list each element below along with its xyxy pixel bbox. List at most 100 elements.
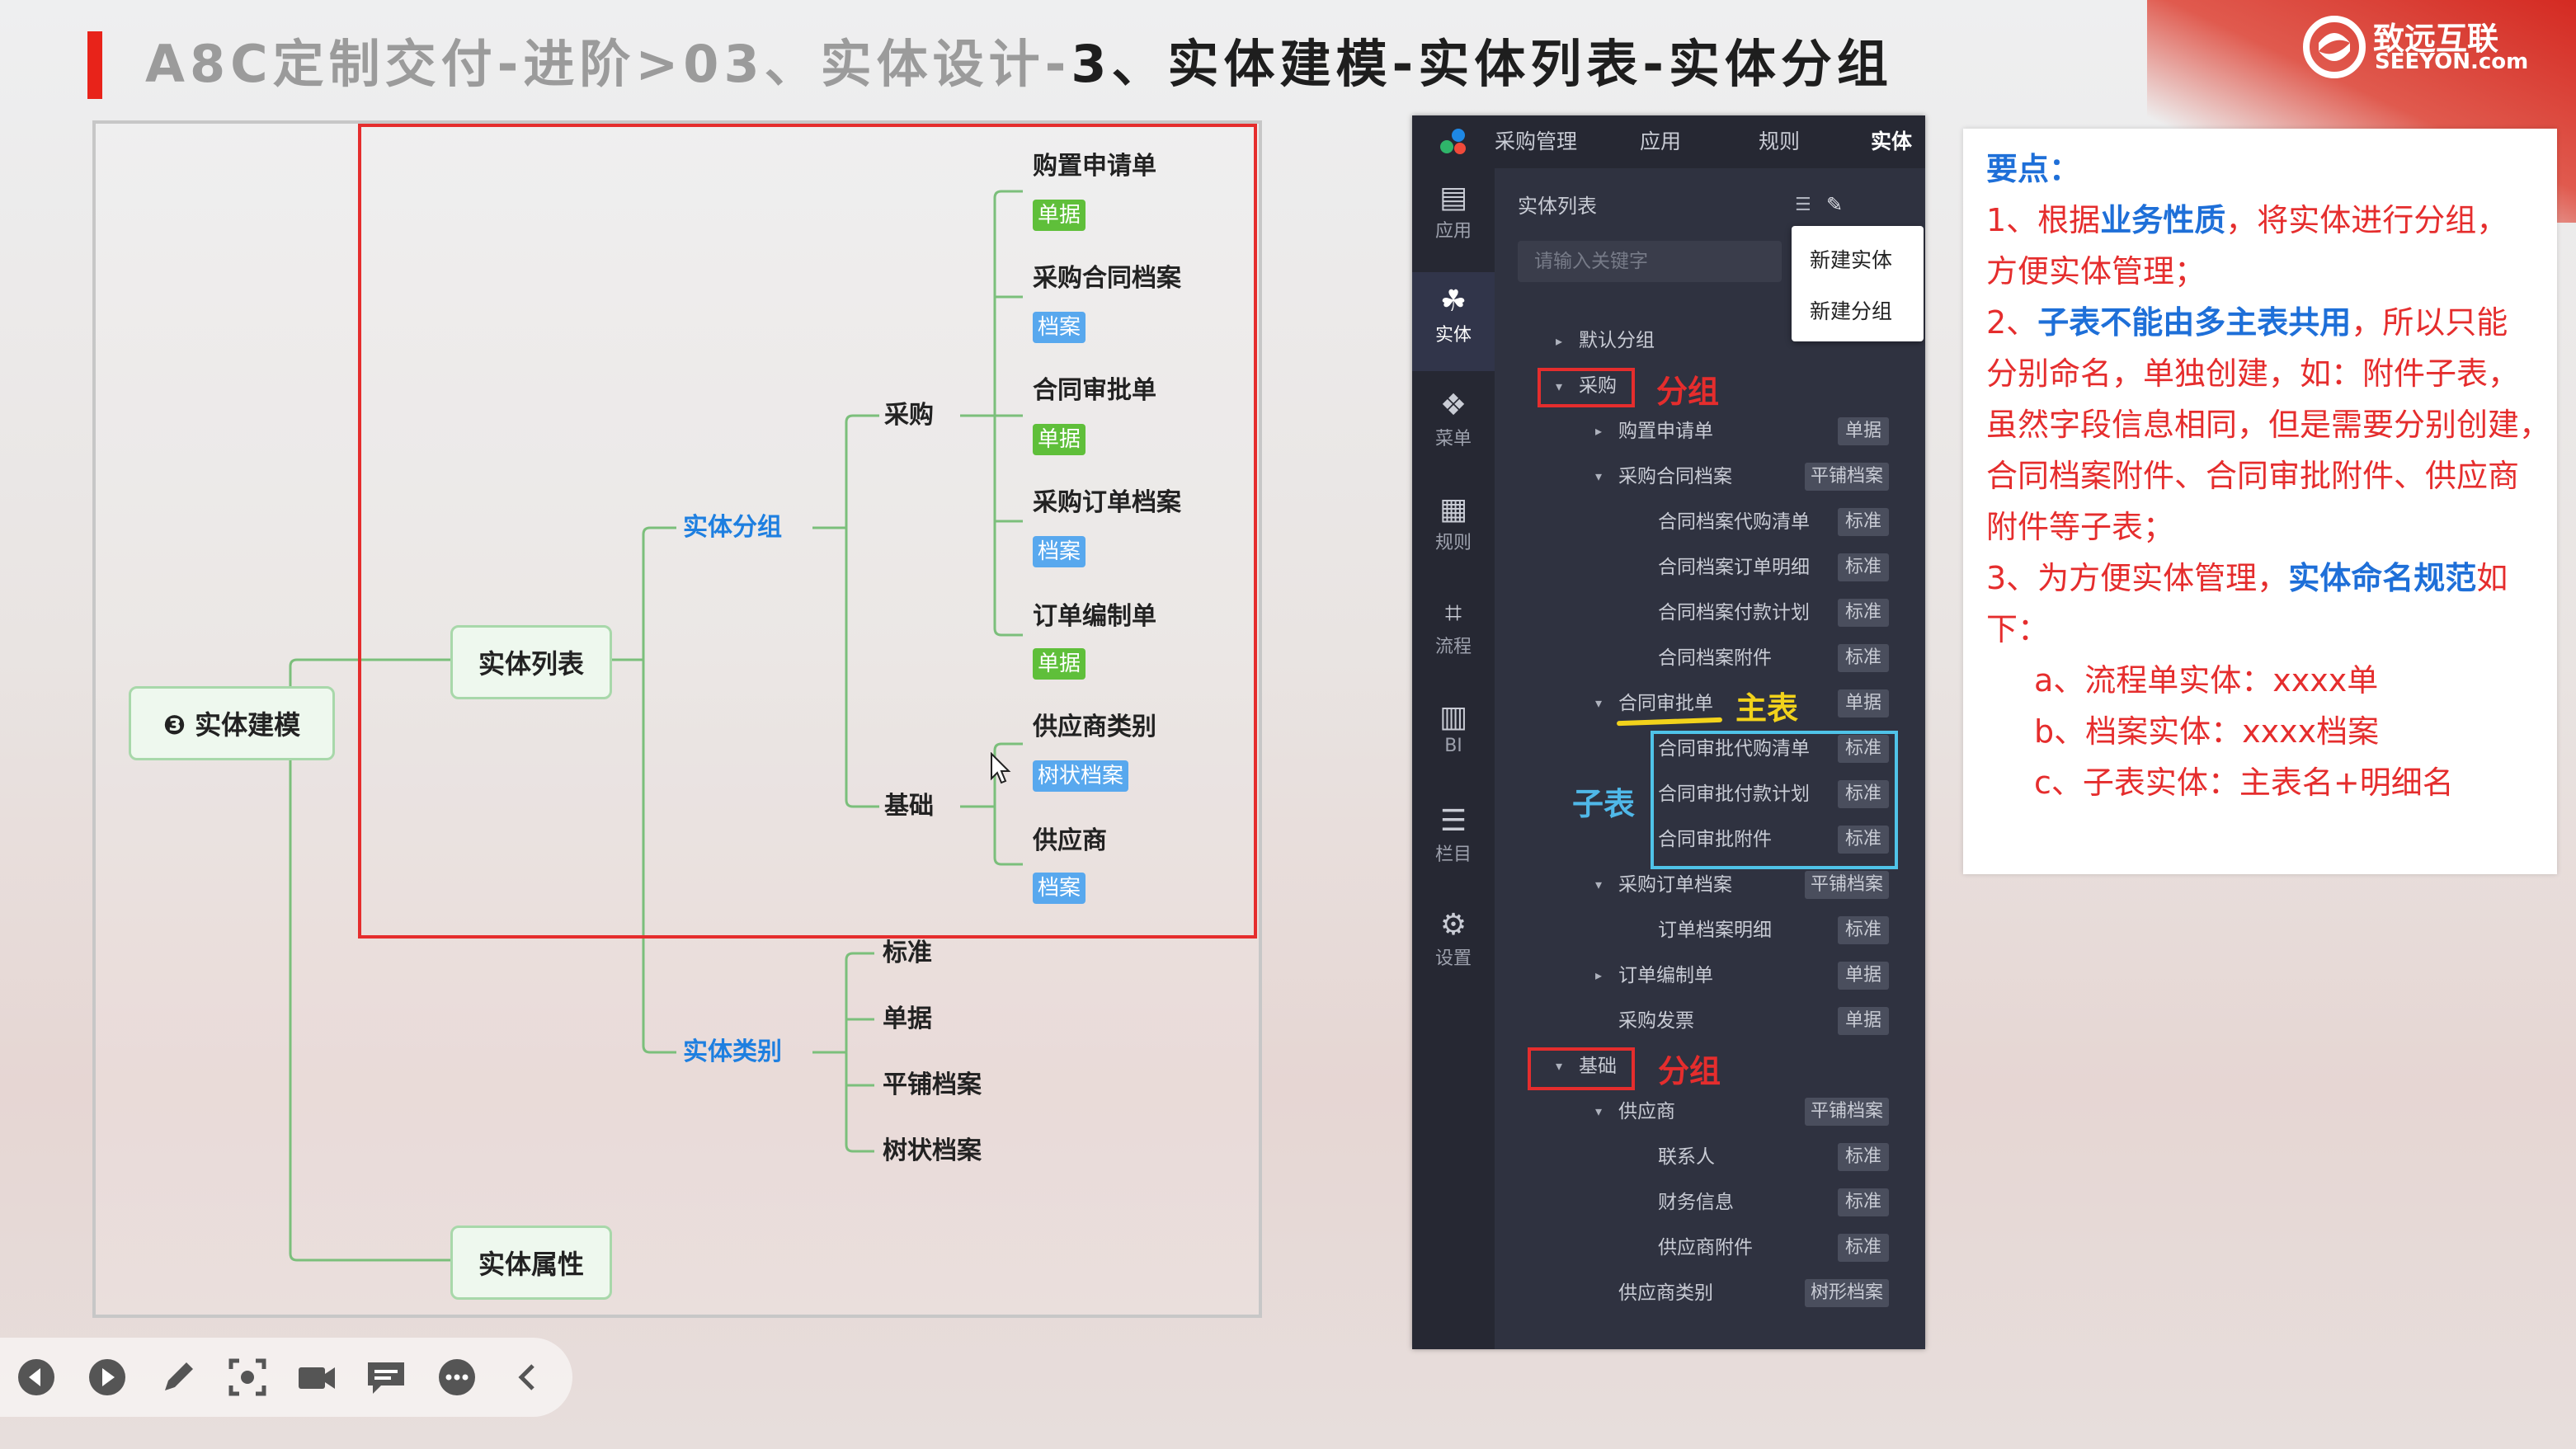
entity-icon: ☘ xyxy=(1439,285,1467,318)
tree-item[interactable]: 财务信息 xyxy=(1658,1192,1734,1213)
type-document[interactable]: 单据 xyxy=(883,1004,932,1033)
notes-line: 3、为方便实体管理，实体命名规范如 xyxy=(1986,560,2508,596)
collapse-icon[interactable]: ▾ xyxy=(1556,1058,1563,1074)
purchase-label[interactable]: 采购 xyxy=(884,401,934,430)
tree-item[interactable]: 合同审批单 xyxy=(1618,693,1713,714)
tree-item[interactable]: 合同档案代购清单 xyxy=(1658,511,1810,533)
tree-item[interactable]: 采购合同档案 xyxy=(1618,466,1732,487)
side-item-column[interactable]: ☰栏目 xyxy=(1412,792,1495,891)
expand-icon[interactable]: ▸ xyxy=(1595,423,1603,439)
notes-line: 合同档案附件、合同审批附件、供应商 xyxy=(1986,458,2520,494)
side-item-flow[interactable]: ⌗流程 xyxy=(1412,584,1495,683)
tree-item[interactable]: 采购发票 xyxy=(1618,1010,1694,1032)
collapse-icon[interactable]: ▾ xyxy=(1595,877,1603,892)
type-standard[interactable]: 标准 xyxy=(883,939,932,967)
logo-text-en: SEEYON.com xyxy=(2375,49,2529,74)
tree-item[interactable]: 采购订单档案 xyxy=(1618,874,1732,896)
tree-item[interactable]: 供应商 xyxy=(1618,1101,1675,1122)
nav-tab-entity[interactable]: 实体 xyxy=(1871,129,1913,153)
play-icon[interactable] xyxy=(86,1356,129,1399)
nav-tab-purchase[interactable]: 采购管理 xyxy=(1495,129,1578,153)
type-tag: 平铺档案 xyxy=(1805,871,1889,899)
entity-group-label[interactable]: 实体分组 xyxy=(683,513,782,542)
collapse-icon[interactable]: ▾ xyxy=(1556,379,1563,394)
type-tag: 标准 xyxy=(1838,599,1889,627)
mouse-cursor-icon xyxy=(991,752,1011,784)
app-logo-icon xyxy=(1440,129,1466,154)
camera-icon[interactable] xyxy=(295,1356,338,1399)
prev-icon[interactable] xyxy=(15,1356,58,1399)
tree-item[interactable]: 供应商附件 xyxy=(1658,1237,1753,1258)
side-item-entity[interactable]: ☘实体 xyxy=(1412,272,1495,371)
collapse-icon[interactable]: ▾ xyxy=(1595,1103,1603,1119)
side-item-bi[interactable]: ▥BI xyxy=(1412,688,1495,787)
page-title: A8C定制交付-进阶>03、实体设计-3、实体建模-实体列表-实体分组 xyxy=(145,30,1893,99)
annotation-group: 分组 xyxy=(1658,1053,1721,1089)
app-sidebar: ▤应用 ☘实体 ❖菜单 ▦规则 ⌗流程 ▥BI ☰栏目 ⚙设置 xyxy=(1412,168,1495,1349)
tree-item[interactable]: 合同审批代购清单 xyxy=(1658,738,1810,760)
seeyon-logo: 致远互联 SEEYON.com xyxy=(2299,12,2563,79)
root-node[interactable]: ❸ 实体建模 xyxy=(129,686,335,760)
tree-group-basic[interactable]: 基础 xyxy=(1579,1056,1617,1077)
tree-item[interactable]: 合同档案订单明细 xyxy=(1658,557,1810,578)
pin-icon[interactable]: ✎ xyxy=(1826,193,1844,216)
tree-group-default[interactable]: 默认分组 xyxy=(1579,330,1655,351)
app-nav-bar: 采购管理 应用 规则 实体 xyxy=(1412,115,1925,168)
type-flat-archive[interactable]: 平铺档案 xyxy=(883,1070,982,1099)
mm-item-tag: 单据 xyxy=(1033,200,1086,231)
mm-item-label[interactable]: 订单编制单 xyxy=(1033,602,1156,631)
tree-item[interactable]: 合同档案付款计划 xyxy=(1658,602,1810,623)
entity-type-label[interactable]: 实体类别 xyxy=(683,1037,782,1066)
highlight-box xyxy=(358,124,1257,939)
side-item-settings[interactable]: ⚙设置 xyxy=(1412,896,1495,995)
new-menu-popup: 新建实体 新建分组 xyxy=(1792,226,1924,341)
type-tag: 标准 xyxy=(1838,553,1889,581)
tree-item[interactable]: 订单编制单 xyxy=(1618,965,1713,986)
side-item-rule[interactable]: ▦规则 xyxy=(1412,480,1495,579)
mm-item-label[interactable]: 购置申请单 xyxy=(1033,152,1156,181)
type-tree-archive[interactable]: 树状档案 xyxy=(883,1136,982,1165)
basic-label[interactable]: 基础 xyxy=(884,792,934,821)
flow-icon: ⌗ xyxy=(1444,596,1462,630)
mm-item-label[interactable]: 合同审批单 xyxy=(1033,376,1156,405)
tree-item[interactable]: 订单档案明细 xyxy=(1658,920,1772,941)
annotation-sub-table: 子表 xyxy=(1572,786,1636,822)
tree-item[interactable]: 购置申请单 xyxy=(1618,421,1713,442)
mm-item-tag: 档案 xyxy=(1033,873,1086,904)
screenshot-icon[interactable] xyxy=(226,1356,269,1399)
side-item-app[interactable]: ▤应用 xyxy=(1412,168,1495,267)
tree-item[interactable]: 合同档案附件 xyxy=(1658,647,1772,669)
expand-icon[interactable]: ▸ xyxy=(1556,333,1563,349)
search-input[interactable]: 请输入关键字 xyxy=(1518,241,1782,282)
expand-icon[interactable]: ▸ xyxy=(1595,967,1603,983)
more-icon[interactable] xyxy=(436,1356,478,1399)
tree-item[interactable]: 联系人 xyxy=(1658,1146,1715,1168)
notes-line: 2、子表不能由多主表共用，所以只能 xyxy=(1986,304,2508,341)
type-tag: 单据 xyxy=(1838,962,1889,990)
comment-icon[interactable] xyxy=(365,1356,407,1399)
tree-item[interactable]: 合同审批附件 xyxy=(1658,829,1772,850)
notes-line: 分别命名，单独创建，如：附件子表， xyxy=(1986,355,2520,392)
type-tag: 标准 xyxy=(1838,1188,1889,1216)
entity-attr-node[interactable]: 实体属性 xyxy=(450,1226,612,1300)
mm-item-label[interactable]: 采购订单档案 xyxy=(1033,488,1181,517)
tree-item[interactable]: 供应商类别 xyxy=(1618,1282,1713,1304)
collapse-toolbar-icon[interactable] xyxy=(506,1356,549,1399)
collapse-icon[interactable]: ▾ xyxy=(1595,695,1603,711)
collapse-icon[interactable]: ▾ xyxy=(1595,468,1603,484)
new-group-item[interactable]: 新建分组 xyxy=(1810,299,1893,323)
nav-tab-app[interactable]: 应用 xyxy=(1640,129,1682,153)
list-view-icon[interactable]: ☰ xyxy=(1795,195,1811,215)
entity-list-node[interactable]: 实体列表 xyxy=(450,625,612,699)
mm-item-label[interactable]: 供应商 xyxy=(1033,826,1107,855)
pen-icon[interactable] xyxy=(157,1356,200,1399)
new-entity-item[interactable]: 新建实体 xyxy=(1810,248,1893,272)
type-tag: 标准 xyxy=(1838,644,1889,672)
mm-item-label[interactable]: 供应商类别 xyxy=(1033,713,1156,741)
notes-line: a、流程单实体：xxxx单 xyxy=(2034,662,2379,699)
tree-item[interactable]: 合同审批付款计划 xyxy=(1658,783,1810,805)
nav-tab-rule[interactable]: 规则 xyxy=(1759,129,1801,153)
mm-item-label[interactable]: 采购合同档案 xyxy=(1033,264,1181,293)
side-item-menu[interactable]: ❖菜单 xyxy=(1412,376,1495,475)
tree-group-purchase[interactable]: 采购 xyxy=(1579,375,1617,397)
